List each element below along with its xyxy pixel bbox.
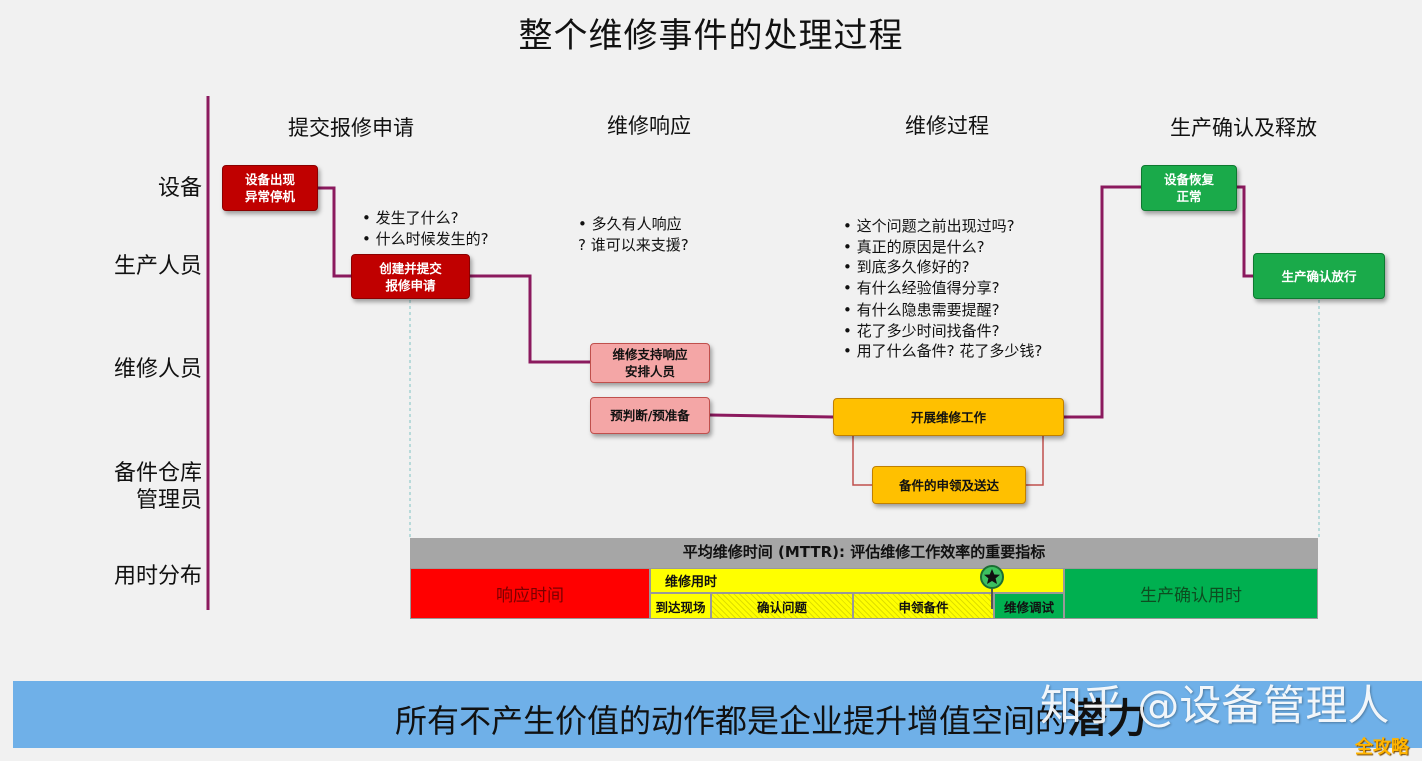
question-item: • 多久有人响应: [578, 215, 682, 233]
phase-repair: 维修过程: [905, 114, 989, 138]
box-create-request: 创建并提交 报修申请: [351, 254, 470, 299]
questions-response: • 多久有人响应 ? 谁可以来支援?: [578, 214, 689, 255]
bottom-banner: [13, 681, 1422, 748]
box-start-repair: 开展维修工作: [833, 398, 1064, 436]
role-warehouse: 备件仓库 管理员: [113, 461, 202, 513]
flow-line-5: [1237, 185, 1254, 278]
mttr-arrive: 到达现场: [650, 593, 711, 619]
box-prejudge: 预判断/预准备: [590, 397, 710, 434]
mttr-response-time: 响应时间: [410, 568, 650, 619]
box-equipment-fault: 设备出现 异常停机: [222, 165, 318, 211]
phase-release: 生产确认及释放: [1170, 116, 1317, 140]
corner-watermark: 全攻略: [1355, 737, 1409, 758]
banner-text-main: 所有不产生价值的动作都是企业提升增值空间的: [395, 702, 1068, 740]
watermark: 知乎 @设备管理人: [1040, 681, 1390, 730]
box-production-release: 生产确认放行: [1253, 253, 1385, 299]
location-pin-icon: [980, 565, 1004, 609]
phase-submit: 提交报修申请: [288, 116, 414, 140]
banner-emphasis: 潜力: [1067, 696, 1148, 742]
question-item: • 这个问题之前出现过吗?: [843, 217, 1015, 235]
mttr-header: 平均维修时间 (MTTR): 评估维修工作效率的重要指标: [410, 538, 1318, 568]
flow-line-2: [470, 274, 591, 364]
mttr-confirm: 确认问题: [711, 593, 853, 619]
mttr-production-confirm: 生产确认用时: [1064, 568, 1318, 619]
questions-submit: • 发生了什么? • 什么时候发生的?: [362, 208, 489, 249]
box-support-response: 维修支持响应 安排人员: [590, 343, 710, 383]
questions-process: • 这个问题之前出现过吗? • 真正的原因是什么? • 到底多久修好的? • 有…: [843, 216, 1042, 362]
banner-text: 所有不产生价值的动作都是企业提升增值空间的潜力: [395, 686, 1147, 744]
question-item: • 有什么经验值得分享?: [843, 278, 1000, 297]
parts-line-right: [1026, 436, 1044, 486]
mttr-parts: 申领备件: [853, 593, 994, 619]
mttr-debug: 维修调试: [994, 593, 1064, 619]
question-item: • 到底多久修好的?: [843, 258, 970, 276]
question-item: • 什么时候发生的?: [362, 229, 489, 248]
box-equipment-restored: 设备恢复 正常: [1141, 165, 1237, 211]
flow-line-1: [318, 186, 352, 278]
flow-line-4: [1064, 185, 1142, 419]
phase-response: 维修响应: [607, 114, 691, 138]
question-item: • 真正的原因是什么?: [843, 237, 985, 256]
role-production: 生产人员: [113, 254, 202, 279]
role-time-distribution: 用时分布: [113, 564, 202, 589]
question-item: • 花了多少时间找备件?: [843, 321, 1000, 340]
question-item: • 发生了什么?: [362, 209, 459, 227]
box-parts-delivery: 备件的申领及送达: [872, 466, 1026, 504]
role-maintenance: 维修人员: [113, 357, 202, 382]
page-title: 整个维修事件的处理过程: [518, 16, 904, 56]
question-item: • 用了什么备件? 花了多少钱?: [843, 342, 1043, 360]
question-item: ? 谁可以来支援?: [578, 235, 689, 254]
parts-line-left: [852, 436, 872, 486]
flow-line-3: [709, 413, 834, 419]
role-equipment: 设备: [157, 176, 202, 201]
question-item: • 有什么隐患需要提醒?: [843, 301, 1000, 319]
